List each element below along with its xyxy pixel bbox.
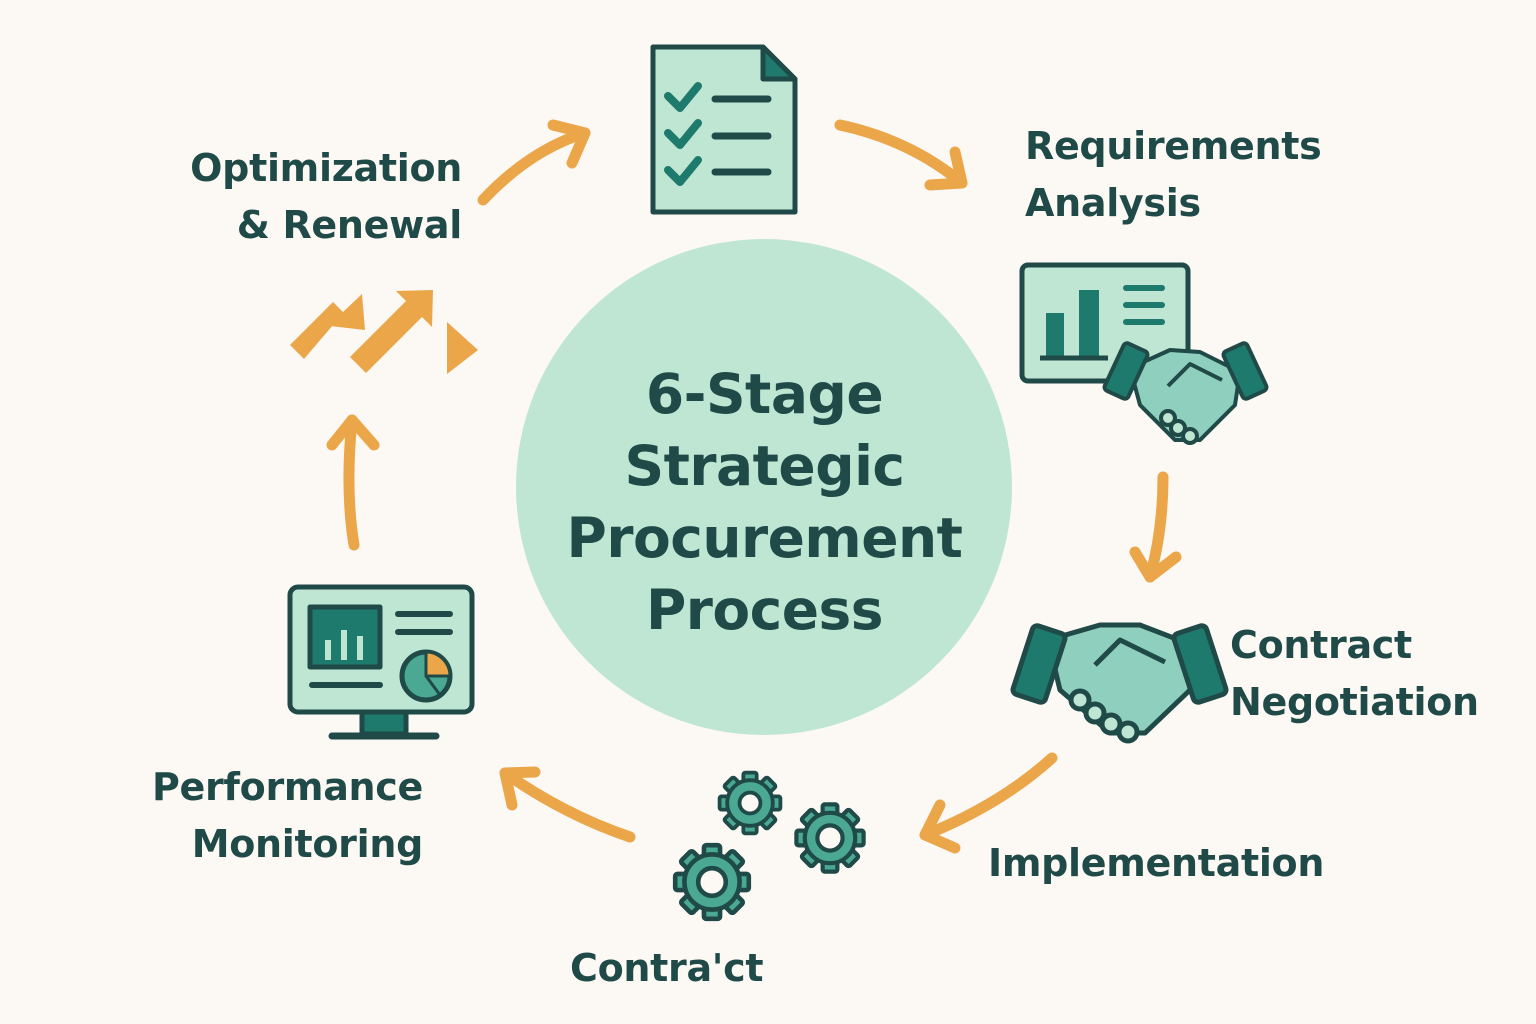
- stage-label-optimization-renewal: Optimization & Renewal: [150, 140, 462, 254]
- arrow-to-implementation: [919, 752, 1058, 854]
- stage-label-line: Negotiation: [1230, 680, 1479, 724]
- center-title-line: 6-Stage: [645, 362, 884, 426]
- center-title-line: Strategic: [624, 434, 905, 498]
- stage-label-requirements-analysis: Requirements Analysis: [1025, 118, 1322, 232]
- center-circle: [516, 239, 1012, 735]
- stage-label-contract: Contra'ct: [570, 940, 764, 997]
- stage-label-line: Requirements: [1025, 124, 1322, 168]
- stage-label-line: Performance: [151, 765, 423, 809]
- stage-label-line: Contra'ct: [570, 946, 764, 990]
- stage-label-line: Optimization: [190, 146, 462, 190]
- arrow-to-checklist: [477, 119, 591, 206]
- center-title: 6-Stage Strategic Procurement Process: [517, 358, 1012, 646]
- stage-label-contract-negotiation: Contract Negotiation: [1230, 617, 1479, 731]
- stage-label-line: Monitoring: [191, 822, 424, 866]
- arrow-to-optimization: [326, 414, 380, 551]
- stage-label-line: Analysis: [1025, 181, 1201, 225]
- handshake-icon: [1010, 622, 1229, 744]
- analysis-report-icon: [1019, 262, 1269, 445]
- handshake-small-icon: [1102, 341, 1269, 445]
- growth-arrows-icon: [290, 290, 478, 374]
- cycle-arrows: [326, 119, 1182, 854]
- checklist-document-icon: [650, 44, 798, 215]
- center-title-line: Process: [645, 578, 884, 642]
- stage-label-implementation: Implementation: [988, 835, 1324, 892]
- stage-label-line: & Renewal: [236, 203, 463, 247]
- arrow-to-monitoring: [499, 766, 636, 843]
- dashboard-monitor-icon: [287, 584, 475, 740]
- arrow-to-requirements: [834, 119, 968, 191]
- stage-label-line: Contract: [1230, 623, 1412, 667]
- arrow-to-negotiation: [1129, 471, 1182, 583]
- stage-label-line: Implementation: [988, 841, 1325, 885]
- gears-icon: [675, 770, 863, 919]
- stage-label-performance-monitoring: Performance Monitoring: [110, 759, 423, 873]
- center-title-line: Procurement: [566, 506, 963, 570]
